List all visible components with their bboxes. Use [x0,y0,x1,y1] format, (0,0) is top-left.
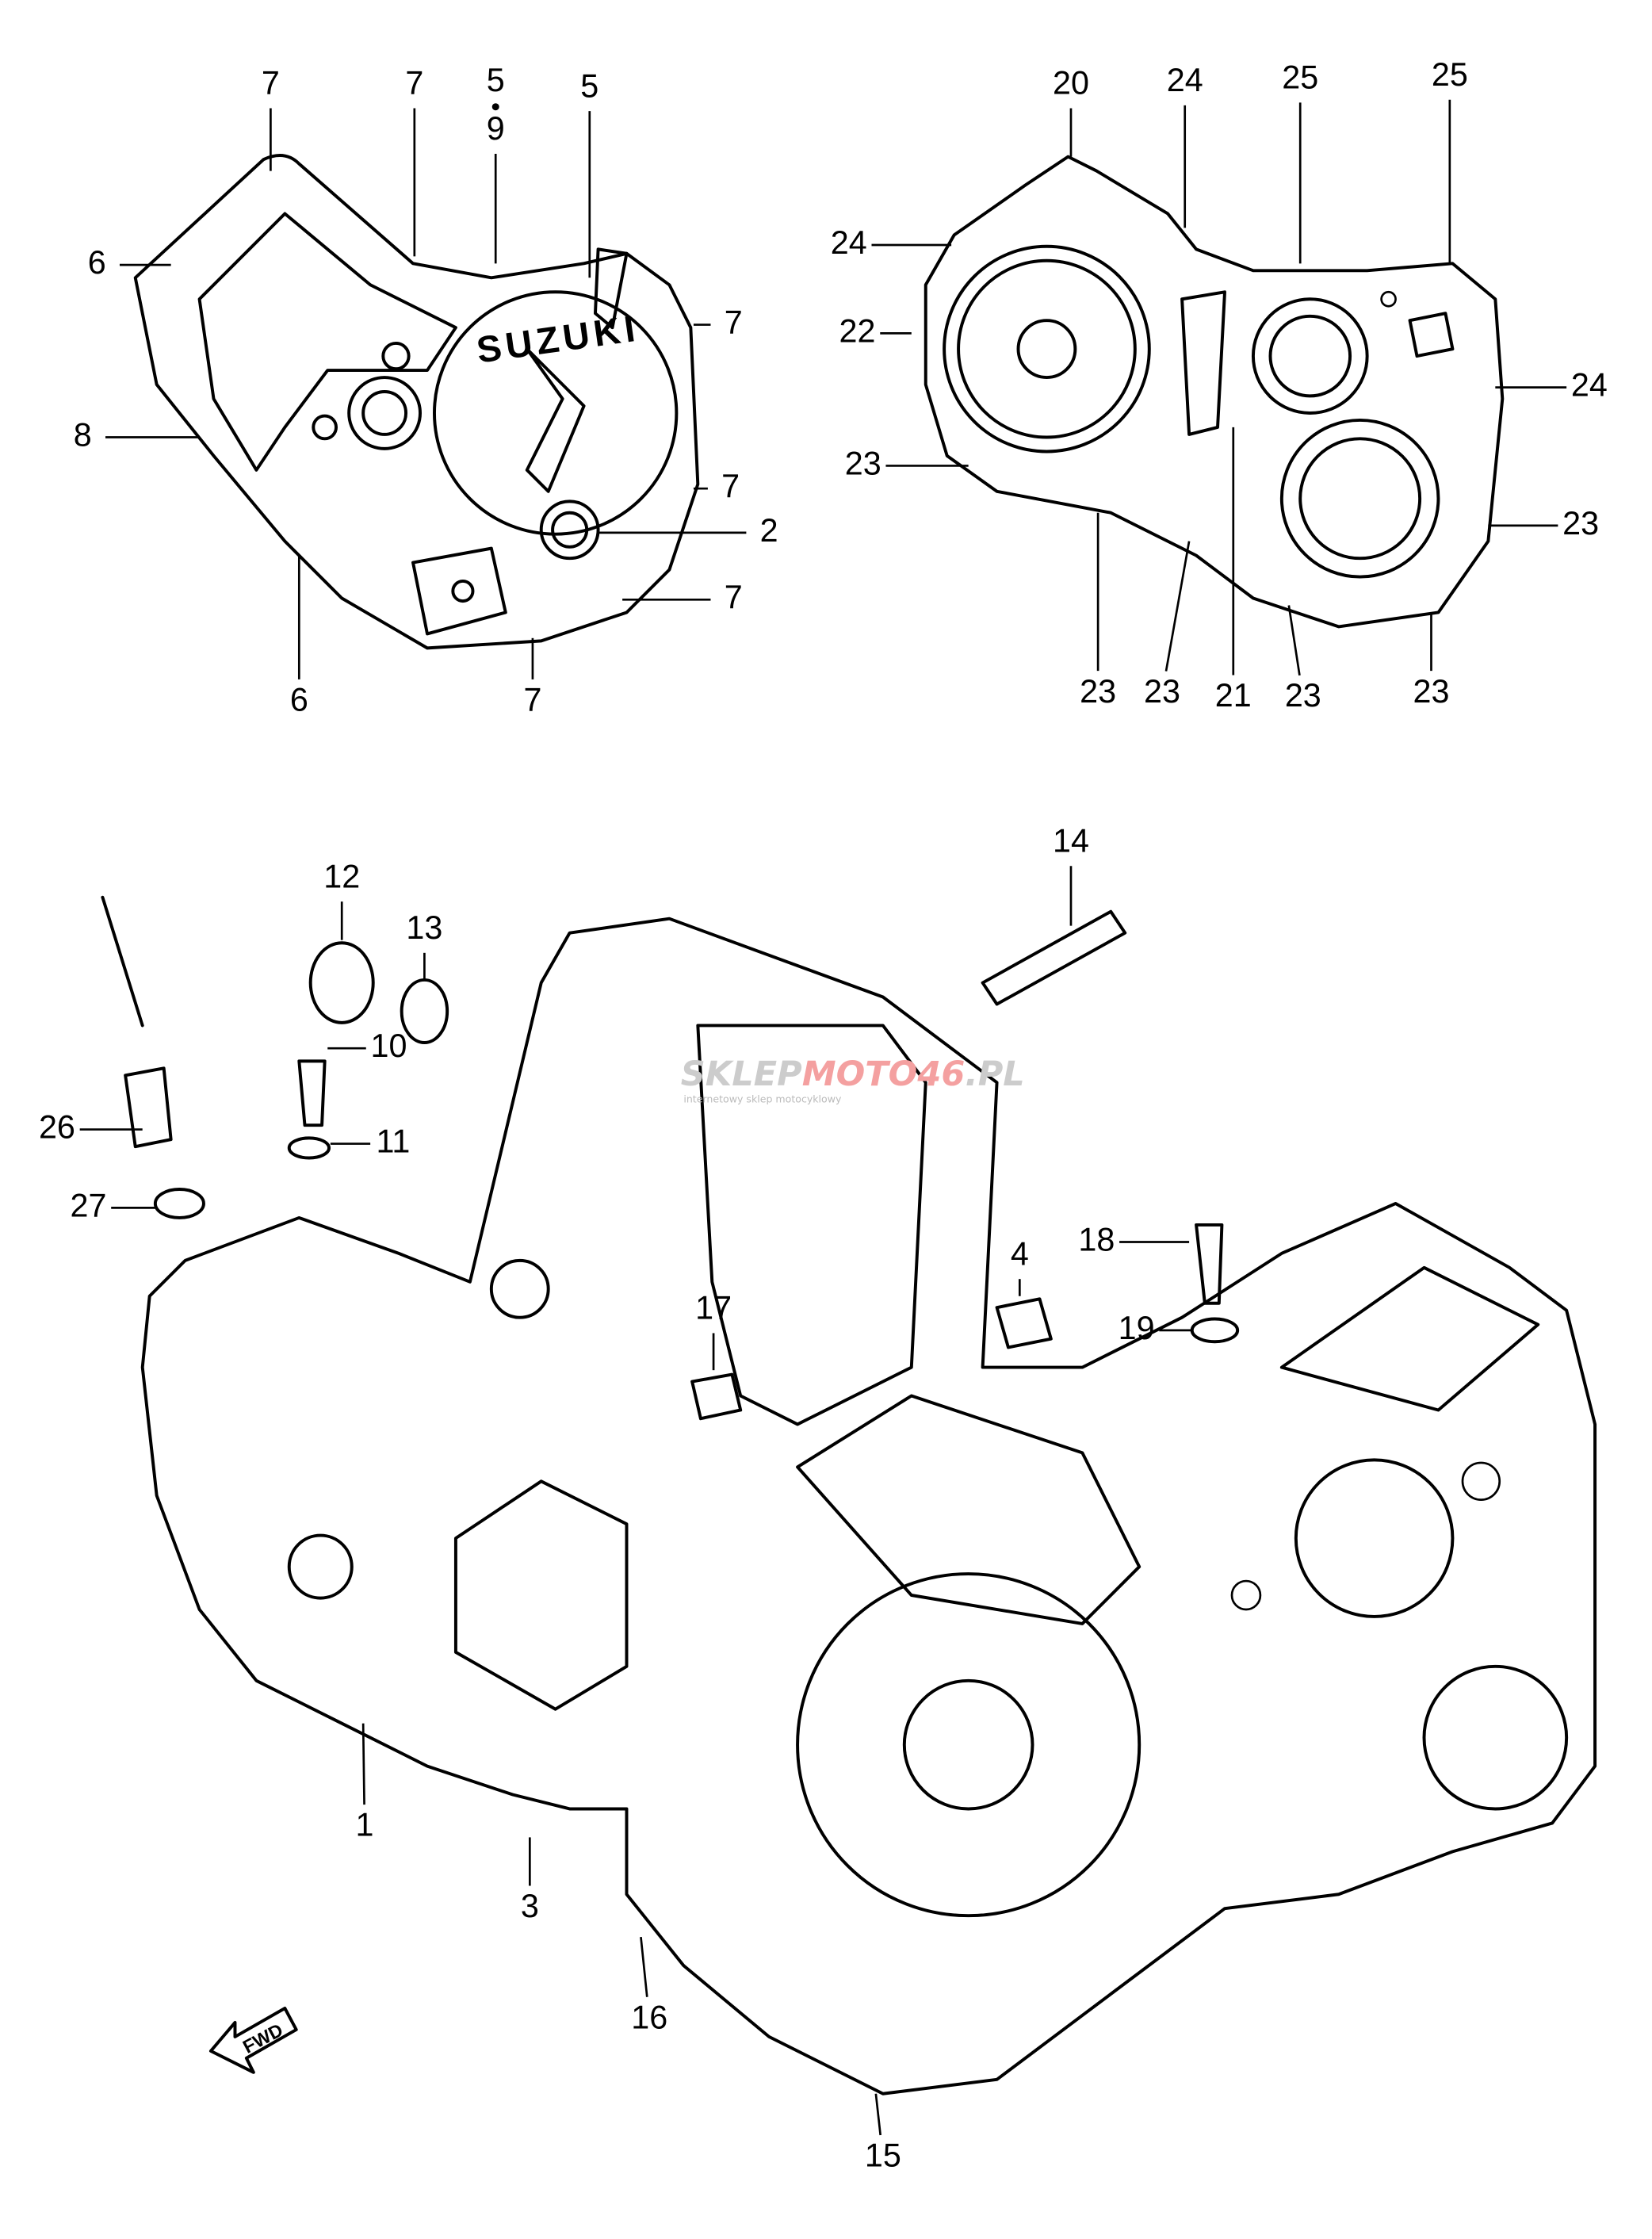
callout-leader-line [640,1937,648,1997]
callout-label-25: 25 [1432,56,1468,93]
callout-label-23: 23 [1285,677,1321,714]
callout-label-21: 21 [1215,677,1252,714]
callout-label-27: 27 [70,1187,106,1223]
callout-label-4: 4 [1011,1235,1029,1272]
callout-label-7: 7 [721,468,740,504]
callout-label-24: 24 [1571,367,1608,404]
suzuki-logo: SUZUKI [474,307,641,370]
callout-label-15: 15 [865,2138,901,2174]
callout-label-20: 20 [1053,65,1089,101]
callout-label-16: 16 [631,1999,667,2035]
callout-label-7: 7 [725,579,743,615]
fwd-arrow-icon: FWD [208,2007,298,2074]
small-parts [101,895,1240,1421]
callout-label-7: 7 [405,65,423,101]
callout-leader-line [1164,541,1191,672]
callout-label-11: 11 [376,1123,410,1159]
callout-label-25: 25 [1282,59,1318,96]
callout-leader-line [874,2093,882,2136]
callout-label-6: 6 [290,682,308,718]
svg-text:internetowy sklep motocyklowy: internetowy sklep motocyklowy [683,1093,842,1104]
callout-label-1: 1 [355,1807,373,1843]
callout-label-9: 9 [487,110,505,147]
magneto-cover [924,155,1505,629]
callout-label-23: 23 [1144,673,1180,710]
callout-label-7: 7 [523,682,541,718]
callout-label-23: 23 [845,445,881,481]
callout-label-7: 7 [725,304,743,340]
callout-label-18: 18 [1078,1221,1115,1257]
svg-text:SKLEPMOTO46.PL: SKLEPMOTO46.PL [681,1054,1025,1094]
callout-label-12: 12 [323,858,360,894]
callout-label-7: 7 [262,65,280,101]
callout-label-10: 10 [371,1028,407,1064]
callout-label-6: 6 [88,244,106,281]
callout-label-24: 24 [831,224,867,261]
callout-label-24: 24 [1167,62,1203,98]
callout-label-26: 26 [39,1108,75,1145]
callout-label-5: 5 [487,62,505,98]
callout-separator-dot [491,103,499,111]
callout-label-19: 19 [1119,1310,1155,1346]
crankcase [140,917,1597,2095]
callout-label-23: 23 [1562,505,1599,542]
callout-label-2: 2 [760,512,778,549]
callout-label-23: 23 [1413,673,1450,710]
callout-label-23: 23 [1080,673,1116,710]
watermark: SKLEPMOTO46.PL internetowy sklep motocyk… [681,1054,1025,1105]
callout-label-13: 13 [406,909,442,946]
svg-text:FWD: FWD [239,2019,286,2057]
callout-label-3: 3 [521,1888,539,1924]
callout-label-17: 17 [695,1290,732,1326]
callout-leader-line [361,1723,365,1805]
callout-label-22: 22 [839,312,876,349]
callout-label-5: 5 [580,67,598,104]
callout-leader-line [1287,605,1301,676]
clutch-cover: SUZUKI [133,154,700,650]
callout-label-8: 8 [74,416,92,453]
callout-label-14: 14 [1053,822,1089,859]
